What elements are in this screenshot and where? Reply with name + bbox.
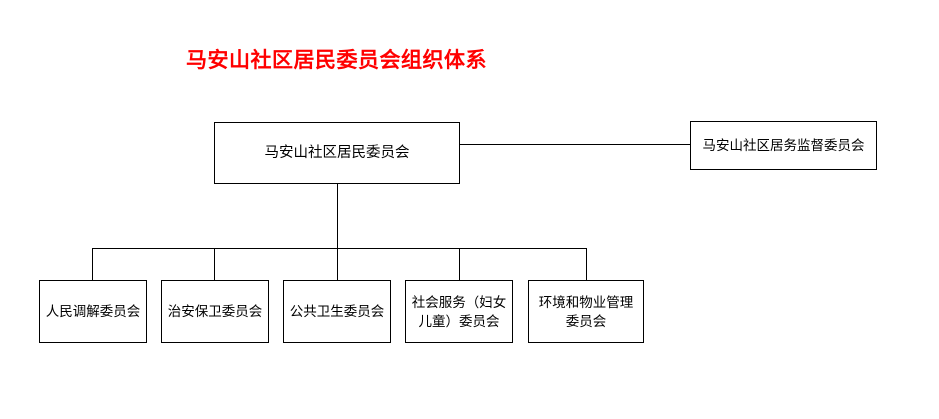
node-root-label: 马安山社区居民委员会 xyxy=(264,144,410,161)
node-child-5-label: 环境和物业管理委员会 xyxy=(538,294,634,329)
connector-drop-child-5 xyxy=(586,248,587,280)
node-child-1-label: 人民调解委员会 xyxy=(45,304,141,319)
connector-children-bus xyxy=(92,248,587,249)
node-root[interactable]: 马安山社区居民委员会 xyxy=(214,122,460,184)
node-child-mediation-committee[interactable]: 人民调解委员会 xyxy=(39,280,147,343)
node-supervisor[interactable]: 马安山社区居务监督委员会 xyxy=(690,121,877,170)
node-child-public-security-committee[interactable]: 治安保卫委员会 xyxy=(161,280,269,343)
page-title: 马安山社区居民委员会组织体系 xyxy=(186,49,487,72)
node-child-environment-property-committee[interactable]: 环境和物业管理委员会 xyxy=(528,280,644,343)
node-child-4-label: 社会服务（妇女儿童）委员会 xyxy=(411,294,507,329)
connector-root-to-supervisor xyxy=(460,144,690,145)
node-child-public-health-committee[interactable]: 公共卫生委员会 xyxy=(283,280,391,343)
node-child-social-services-committee[interactable]: 社会服务（妇女儿童）委员会 xyxy=(405,280,513,343)
node-child-2-label: 治安保卫委员会 xyxy=(167,304,263,319)
connector-drop-child-3 xyxy=(337,248,338,280)
connector-drop-child-2 xyxy=(214,248,215,280)
connector-drop-child-1 xyxy=(92,248,93,280)
connector-drop-child-4 xyxy=(459,248,460,280)
connector-root-stem xyxy=(337,184,338,248)
node-supervisor-label: 马安山社区居务监督委员会 xyxy=(702,138,865,153)
node-child-3-label: 公共卫生委员会 xyxy=(289,304,385,319)
